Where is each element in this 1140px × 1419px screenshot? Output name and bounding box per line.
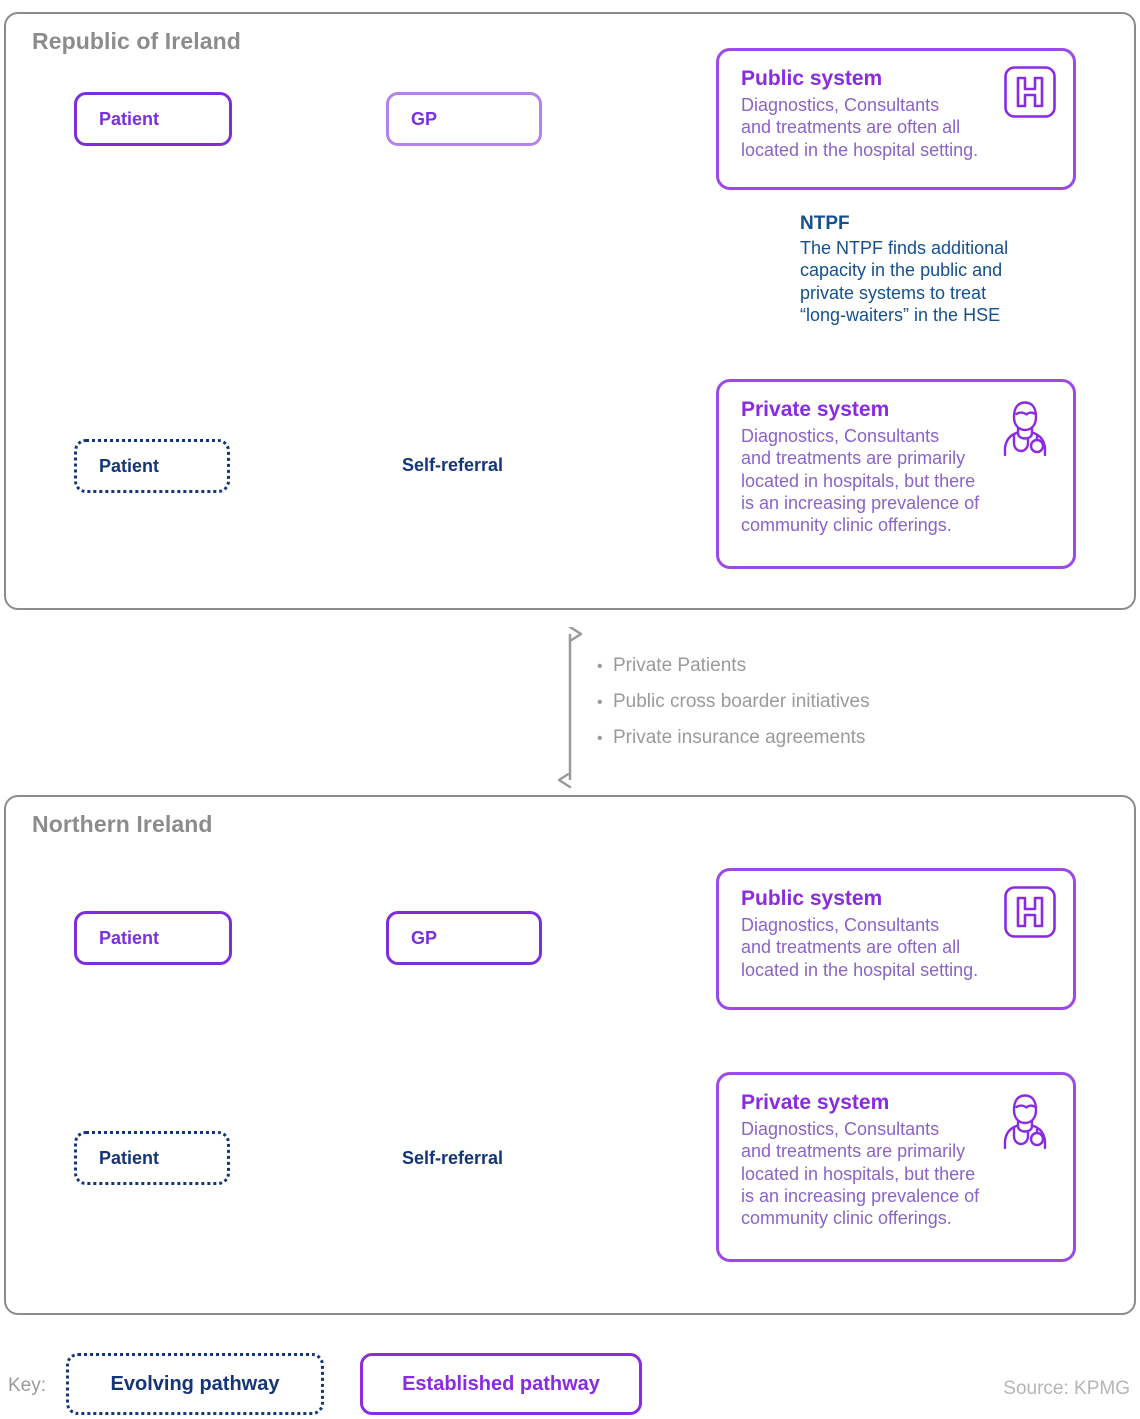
key-label: Key: [8,1375,47,1396]
roi-private-system-card[interactable]: Private system Diagnostics, Consultants … [716,379,1076,569]
cross-border-bullet-item: • Public cross boarder initiatives [597,691,870,713]
ni-public-system-title: Public system [741,887,883,910]
ni-patient-self-node[interactable]: Patient [74,1131,230,1185]
roi-gp-label: GP [411,108,438,129]
cross-border-bullet-label: Private Patients [613,655,747,676]
ni-self-referral-label: Self-referral [394,1148,512,1169]
roi-public-system-title: Public system [741,67,883,90]
ni-private-system-card[interactable]: Private system Diagnostics, Consultants … [716,1072,1076,1262]
key-evolving-pathway: Evolving pathway [66,1353,324,1415]
ni-patient-self-label: Patient [99,1147,160,1168]
roi-self-referral-label: Self-referral [394,455,512,476]
roi-public-system-card[interactable]: Public system Diagnostics, Consultants a… [716,48,1076,190]
source-attribution: Source: KPMG [1003,1378,1130,1399]
cross-border-bullet-item: • Private insurance agreements [597,727,870,749]
ni-public-system-card[interactable]: Public system Diagnostics, Consultants a… [716,868,1076,1010]
roi-patient-referred-node[interactable]: Patient [74,92,232,146]
hospital-icon [1003,885,1057,944]
ni-gp-node[interactable]: GP [386,911,542,965]
cross-border-bullet-label: Private insurance agreements [613,727,866,748]
roi-public-system-body: Diagnostics, Consultants and treatments … [741,95,979,160]
ni-patient-referred-label: Patient [99,927,160,948]
bullet-glyph: • [597,694,603,711]
roi-ntpf-title: NTPF [800,213,850,234]
ni-gp-label: GP [411,927,438,948]
roi-ntpf-body: The NTPF finds additional capacity in th… [800,238,1009,325]
roi-patient-referred-label: Patient [99,108,160,129]
bullet-glyph: • [597,730,603,747]
roi-ntpf-annotation: NTPF The NTPF finds additional capacity … [800,213,1100,326]
region-title-republic-of-ireland: Republic of Ireland [32,28,241,54]
cross-border-bullet-label: Public cross boarder initiatives [613,691,870,712]
bullet-glyph: • [597,658,603,675]
cross-border-bullet-item: • Private Patients [597,655,870,677]
ni-public-system-body: Diagnostics, Consultants and treatments … [741,915,979,980]
roi-patient-self-label: Patient [99,455,160,476]
roi-patient-self-node[interactable]: Patient [74,439,230,493]
ni-private-system-body: Diagnostics, Consultants and treatments … [741,1119,980,1229]
hospital-icon [1003,65,1057,124]
key-established-pathway: Established pathway [360,1353,642,1415]
roi-private-system-body: Diagnostics, Consultants and treatments … [741,426,980,536]
doctor-icon [997,1091,1053,1156]
roi-gp-node[interactable]: GP [386,92,542,146]
ni-private-system-title: Private system [741,1091,890,1114]
doctor-icon [997,398,1053,463]
ni-patient-referred-node[interactable]: Patient [74,911,232,965]
roi-private-system-title: Private system [741,398,890,421]
region-title-northern-ireland: Northern Ireland [32,811,213,837]
cross-border-bullets: • Private Patients • Public cross boarde… [597,655,870,763]
